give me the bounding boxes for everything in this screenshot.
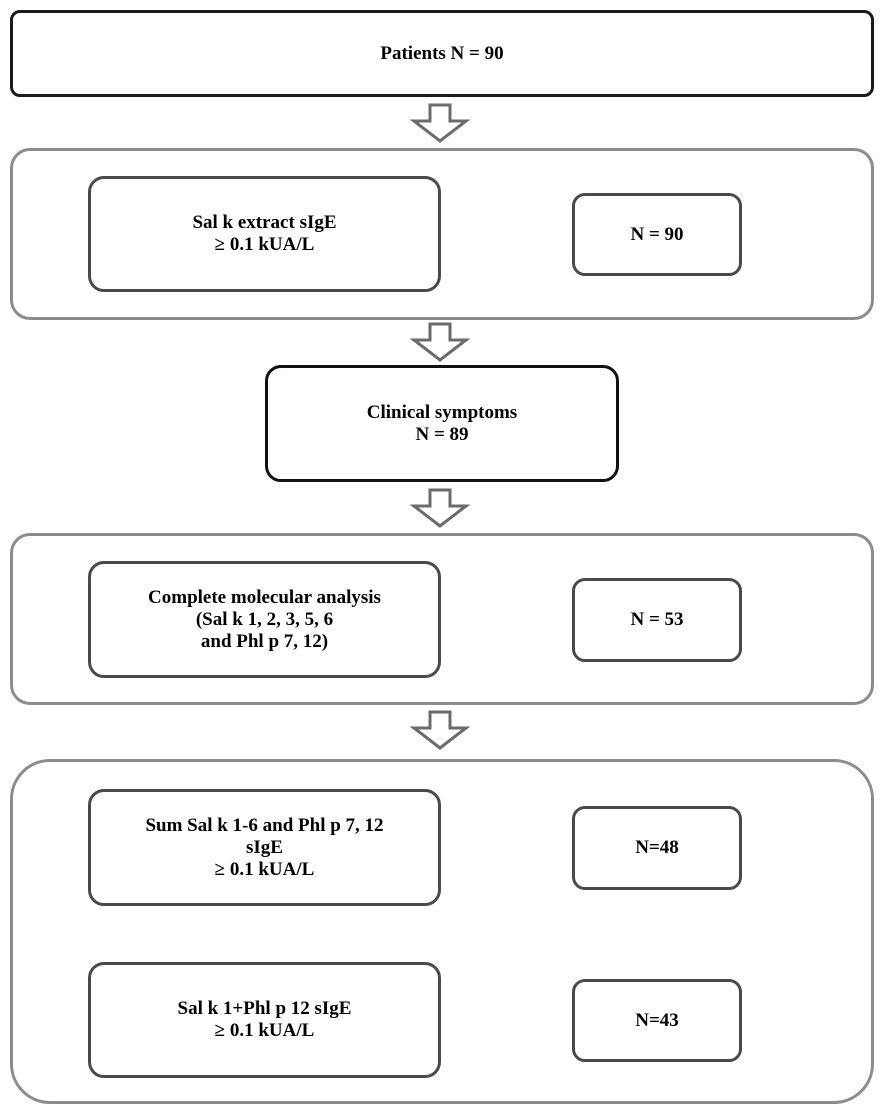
sum-sal-label: Sum Sal k 1-6 and Phl p 7, 12 sIgE ≥ 0.1… — [145, 814, 384, 880]
sal-k1-phl-label: Sal k 1+Phl p 12 sIgE ≥ 0.1 kUA/L — [177, 998, 352, 1041]
n90-label: N = 90 — [630, 223, 684, 245]
sal-extract-label: Sal k extract sIgE ≥ 0.1 kUA/L — [192, 212, 337, 255]
sal-k1-phl-box: Sal k 1+Phl p 12 sIgE ≥ 0.1 kUA/L — [88, 962, 441, 1078]
clinical-symptoms-label: Clinical symptoms N = 89 — [366, 401, 518, 445]
n90-box: N = 90 — [572, 193, 742, 276]
clinical-symptoms-box: Clinical symptoms N = 89 — [265, 365, 619, 482]
sal-extract-box: Sal k extract sIgE ≥ 0.1 kUA/L — [88, 176, 441, 292]
molecular-label: Complete molecular analysis (Sal k 1, 2,… — [148, 586, 381, 652]
n48-label: N=48 — [635, 837, 679, 858]
patients-label: Patients N = 90 — [380, 42, 504, 64]
down-arrow-1 — [409, 103, 471, 143]
n48-box: N=48 — [572, 806, 742, 890]
n53-box: N = 53 — [572, 578, 742, 662]
n53-label: N = 53 — [630, 609, 684, 630]
molecular-box: Complete molecular analysis (Sal k 1, 2,… — [88, 561, 441, 678]
n43-box: N=43 — [572, 979, 742, 1062]
sum-sal-box: Sum Sal k 1-6 and Phl p 7, 12 sIgE ≥ 0.1… — [88, 789, 441, 906]
patients-box: Patients N = 90 — [10, 10, 874, 97]
down-arrow-4 — [409, 710, 471, 750]
down-arrow-3 — [409, 488, 471, 528]
n43-label: N=43 — [635, 1009, 679, 1031]
down-arrow-2 — [409, 322, 471, 362]
